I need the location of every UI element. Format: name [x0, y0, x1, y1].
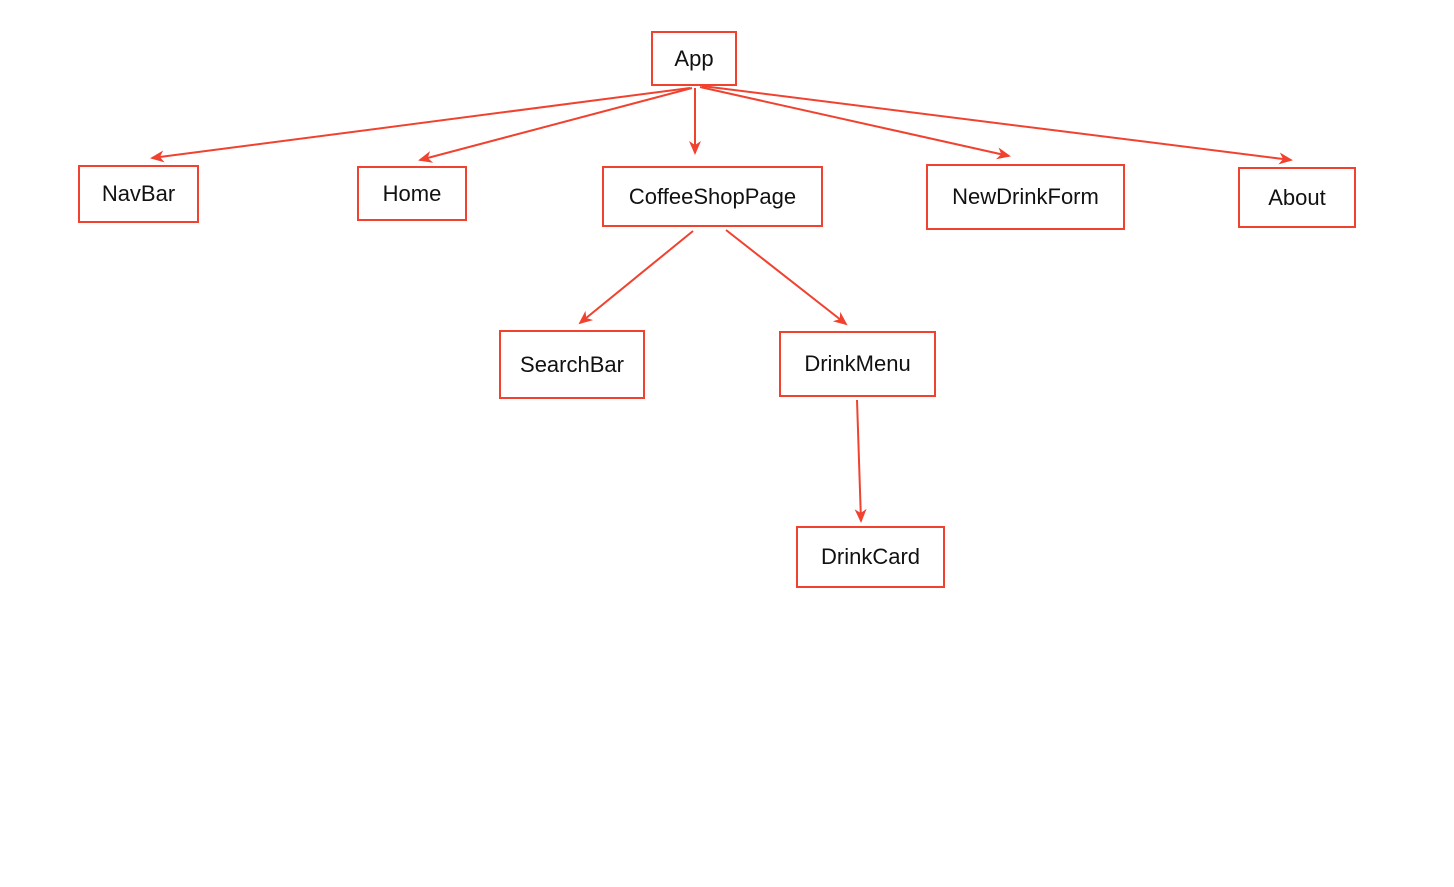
edge-app-newdrinkform [699, 86, 1011, 160]
edge-coffeeshoppage-searchbar [578, 230, 694, 325]
node-newdrinkform: NewDrinkForm [926, 164, 1125, 230]
node-navbar: NavBar [78, 165, 199, 223]
node-app: App [651, 31, 737, 86]
node-label: NavBar [101, 181, 176, 206]
node-coffeeshoppage: CoffeeShopPage [602, 166, 823, 227]
node-home: Home [357, 166, 467, 221]
edge-app-about [701, 85, 1293, 165]
node-label: About [1268, 184, 1326, 210]
node-drinkcard: DrinkCard [796, 526, 945, 588]
node-label: Home [382, 180, 442, 206]
edge-coffeeshoppage-drinkmenu [725, 229, 848, 326]
node-label: DrinkMenu [804, 351, 911, 376]
node-about: About [1238, 167, 1356, 228]
node-label: CoffeeShopPage [628, 183, 797, 209]
node-label: DrinkCard [820, 544, 921, 569]
edge-app-navbar [150, 87, 691, 163]
node-searchbar: SearchBar [499, 330, 645, 399]
edge-drinkmenu-drinkcard [854, 399, 867, 523]
edge-app-home [418, 87, 693, 163]
node-drinkmenu: DrinkMenu [779, 331, 936, 397]
node-label: SearchBar [520, 351, 624, 377]
node-label: NewDrinkForm [952, 184, 1099, 209]
node-label: App [674, 45, 714, 71]
